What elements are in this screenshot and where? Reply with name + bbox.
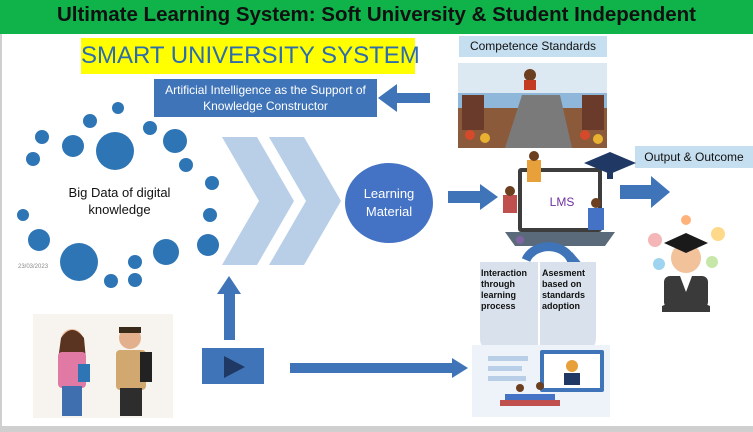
big-data-dots (17, 102, 219, 288)
arrow-lms-to-output (620, 176, 670, 208)
interaction-assessment-panel (480, 262, 596, 350)
arrow-to-learning-image (290, 358, 468, 378)
online-learning-image (472, 345, 610, 417)
lms-illustration (503, 151, 636, 246)
play-box (202, 348, 264, 384)
arrow-material-to-lms (448, 184, 498, 210)
assessment-text: Asesment based on standards adoption (542, 268, 586, 311)
output-outcome-label: Output & Outcome (635, 146, 753, 168)
title-bar (0, 0, 753, 34)
interaction-text: Interaction through learning process (481, 268, 528, 311)
competence-standards-label: Competence Standards (459, 36, 607, 57)
arrow-up-to-chevrons (217, 276, 241, 340)
competence-photo (458, 63, 607, 148)
big-data-label: Big Data of digital knowledge (68, 185, 171, 217)
arrow-competence-to-ai (378, 84, 430, 112)
flow-chevrons (222, 137, 341, 265)
students-illustration (33, 314, 173, 418)
slide-title: Ultimate Learning System: Soft Universit… (56, 3, 696, 26)
bottom-edge (0, 426, 753, 432)
ai-support-text: Artificial Intelligence as the Support o… (165, 83, 366, 113)
graduate-illustration (637, 210, 735, 316)
smart-university-heading: SMART UNIVERSITY SYSTEM (81, 38, 420, 74)
learning-material-text: Learning Material (363, 186, 415, 219)
learning-material-node: Learning Material (345, 163, 433, 243)
lms-label: LMS (550, 195, 575, 209)
slide-date-stamp: 23/03/2023 (18, 264, 49, 270)
left-border (0, 34, 2, 426)
ai-support-box: Artificial Intelligence as the Support o… (154, 79, 377, 117)
